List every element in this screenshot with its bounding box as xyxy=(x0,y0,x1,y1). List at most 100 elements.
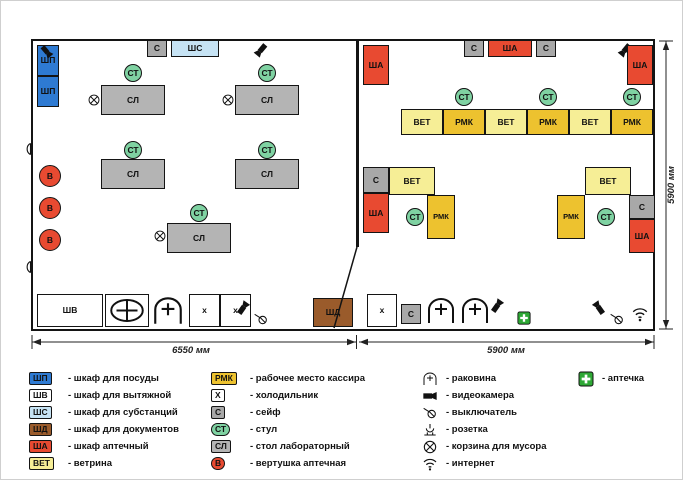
legend-key-v: В xyxy=(211,456,226,471)
trash-icon xyxy=(153,229,167,243)
legend-desc: - видеокамера xyxy=(446,390,515,401)
switch-icon xyxy=(609,311,625,327)
furniture-c: С xyxy=(147,40,167,57)
switch-icon xyxy=(253,311,269,327)
legend-item: ШС - шкаф для субстанций xyxy=(29,404,211,421)
furniture-c: С xyxy=(536,40,556,57)
furniture-v: В xyxy=(39,229,61,251)
legend-key-shv: ШВ xyxy=(29,388,52,403)
legend-desc: - шкаф для документов xyxy=(68,424,179,435)
furniture-sha: ША xyxy=(363,45,389,85)
furniture-vet: ВЕТ xyxy=(485,109,527,135)
legend-key-shp: ШП xyxy=(29,371,52,386)
furniture-st: СТ xyxy=(623,88,641,106)
trash-icon xyxy=(419,438,441,455)
legend-key-vet: ВЕТ xyxy=(29,456,54,471)
furniture-rmk: РМК xyxy=(427,195,455,239)
legend-keywrap: СЛ xyxy=(211,439,245,454)
legend-desc: - аптечка xyxy=(602,373,645,384)
legend-item: ВЕТ - ветрина xyxy=(29,455,211,472)
legend-item: - розетка xyxy=(419,421,575,438)
furniture-v: В xyxy=(39,165,61,187)
trash-icon xyxy=(221,93,235,107)
legend-desc: - ветрина xyxy=(68,458,112,469)
furniture-x: x xyxy=(220,294,251,327)
legend-item: ШВ - шкаф для вытяжной xyxy=(29,387,211,404)
camera-icon xyxy=(419,387,441,404)
furniture-c: С xyxy=(363,167,389,193)
legend-item: ША- шкаф аптечный xyxy=(29,438,211,455)
aptechka-icon xyxy=(517,311,531,325)
furniture-rmk: РМК xyxy=(527,109,569,135)
wifi-icon xyxy=(631,305,649,323)
furniture-c: С xyxy=(401,304,421,324)
legend-keywrap: ВЕТ xyxy=(29,456,63,471)
legend-key-sha: ША xyxy=(29,439,52,454)
legend-desc: - корзина для мусора xyxy=(446,441,547,452)
furniture-shv: ШВ xyxy=(37,294,103,327)
plan-middle-wall xyxy=(356,39,359,247)
legend-item: - аптечка xyxy=(575,370,644,387)
furniture-vet: ВЕТ xyxy=(569,109,611,135)
furniture-vet: ВЕТ xyxy=(401,109,443,135)
furniture-sha: ША xyxy=(488,40,532,57)
furniture-st: СТ xyxy=(597,208,615,226)
furniture-sl: СЛ xyxy=(235,85,299,115)
sinkarch-icon xyxy=(459,295,491,327)
legend-desc: - раковина xyxy=(446,373,497,384)
legend-item: - выключатель xyxy=(419,404,575,421)
furniture-v: В xyxy=(39,197,61,219)
furniture-sl: СЛ xyxy=(167,223,231,253)
legend-keywrap: ШД xyxy=(29,422,63,437)
legend-keywrap: ШС xyxy=(29,405,63,420)
furniture-rmk: РМК xyxy=(443,109,485,135)
furniture-st: СТ xyxy=(258,141,276,159)
legend-item: С- сейф xyxy=(211,404,419,421)
furniture-sha: ША xyxy=(627,45,653,85)
legend-keywrap: В xyxy=(211,456,245,471)
sinkarch-icon xyxy=(419,370,441,387)
furniture-sha: ША xyxy=(363,193,389,233)
legend-item: СТ - стул xyxy=(211,421,419,438)
legend-keywrap: РМК xyxy=(211,371,245,386)
legend-desc: - стул xyxy=(250,424,278,435)
legend-desc: - интернет xyxy=(446,458,495,469)
camera-icon xyxy=(233,297,254,318)
legend-item: В - вертушка аптечная xyxy=(211,455,419,472)
legend-column-3: - раковина - видеокамера - выключатель - ро… xyxy=(419,370,575,472)
furniture-shs: ШС xyxy=(171,40,219,57)
furniture-sl: СЛ xyxy=(101,159,165,189)
legend-desc: - вертушка аптечная xyxy=(250,458,347,469)
legend-desc: - рабочее место кассира xyxy=(250,373,366,384)
furniture-shd: ШД xyxy=(313,298,353,327)
dimension-label-left: 6550 мм xyxy=(172,345,210,356)
legend-item: - раковина xyxy=(419,370,575,387)
furniture-x: x xyxy=(189,294,220,327)
legend-key-st: СТ xyxy=(211,422,231,437)
switch-icon xyxy=(419,404,441,421)
legend-desc: - стол лабораторный xyxy=(250,441,350,452)
legend-desc: - шкаф для вытяжной xyxy=(68,390,172,401)
legend-item: Х- холодильник xyxy=(211,387,419,404)
aptechka-icon xyxy=(575,370,597,387)
legend-column-4: - аптечка xyxy=(575,370,644,472)
legend-item: ШД - шкаф для документов xyxy=(29,421,211,438)
legend-desc: - шкаф для субстанций xyxy=(68,407,178,418)
legend-keywrap: ШВ xyxy=(29,388,63,403)
legend-keywrap: ША xyxy=(29,439,63,454)
legend-desc: - розетка xyxy=(446,424,488,435)
legend-item: - видеокамера xyxy=(419,387,575,404)
legend-item: - корзина для мусора xyxy=(419,438,575,455)
legend-key-shd: ШД xyxy=(29,422,52,437)
socket-icon xyxy=(419,421,441,438)
wallsocket-icon xyxy=(23,141,32,157)
legend-item: ШП- шкаф для посуды xyxy=(29,370,211,387)
trash-icon xyxy=(87,93,101,107)
furniture-x: x xyxy=(367,294,397,327)
furniture-rmk: РМК xyxy=(611,109,653,135)
furniture-st: СТ xyxy=(455,88,473,106)
legend-desc: - сейф xyxy=(250,407,281,418)
furniture-st: СТ xyxy=(190,204,208,222)
